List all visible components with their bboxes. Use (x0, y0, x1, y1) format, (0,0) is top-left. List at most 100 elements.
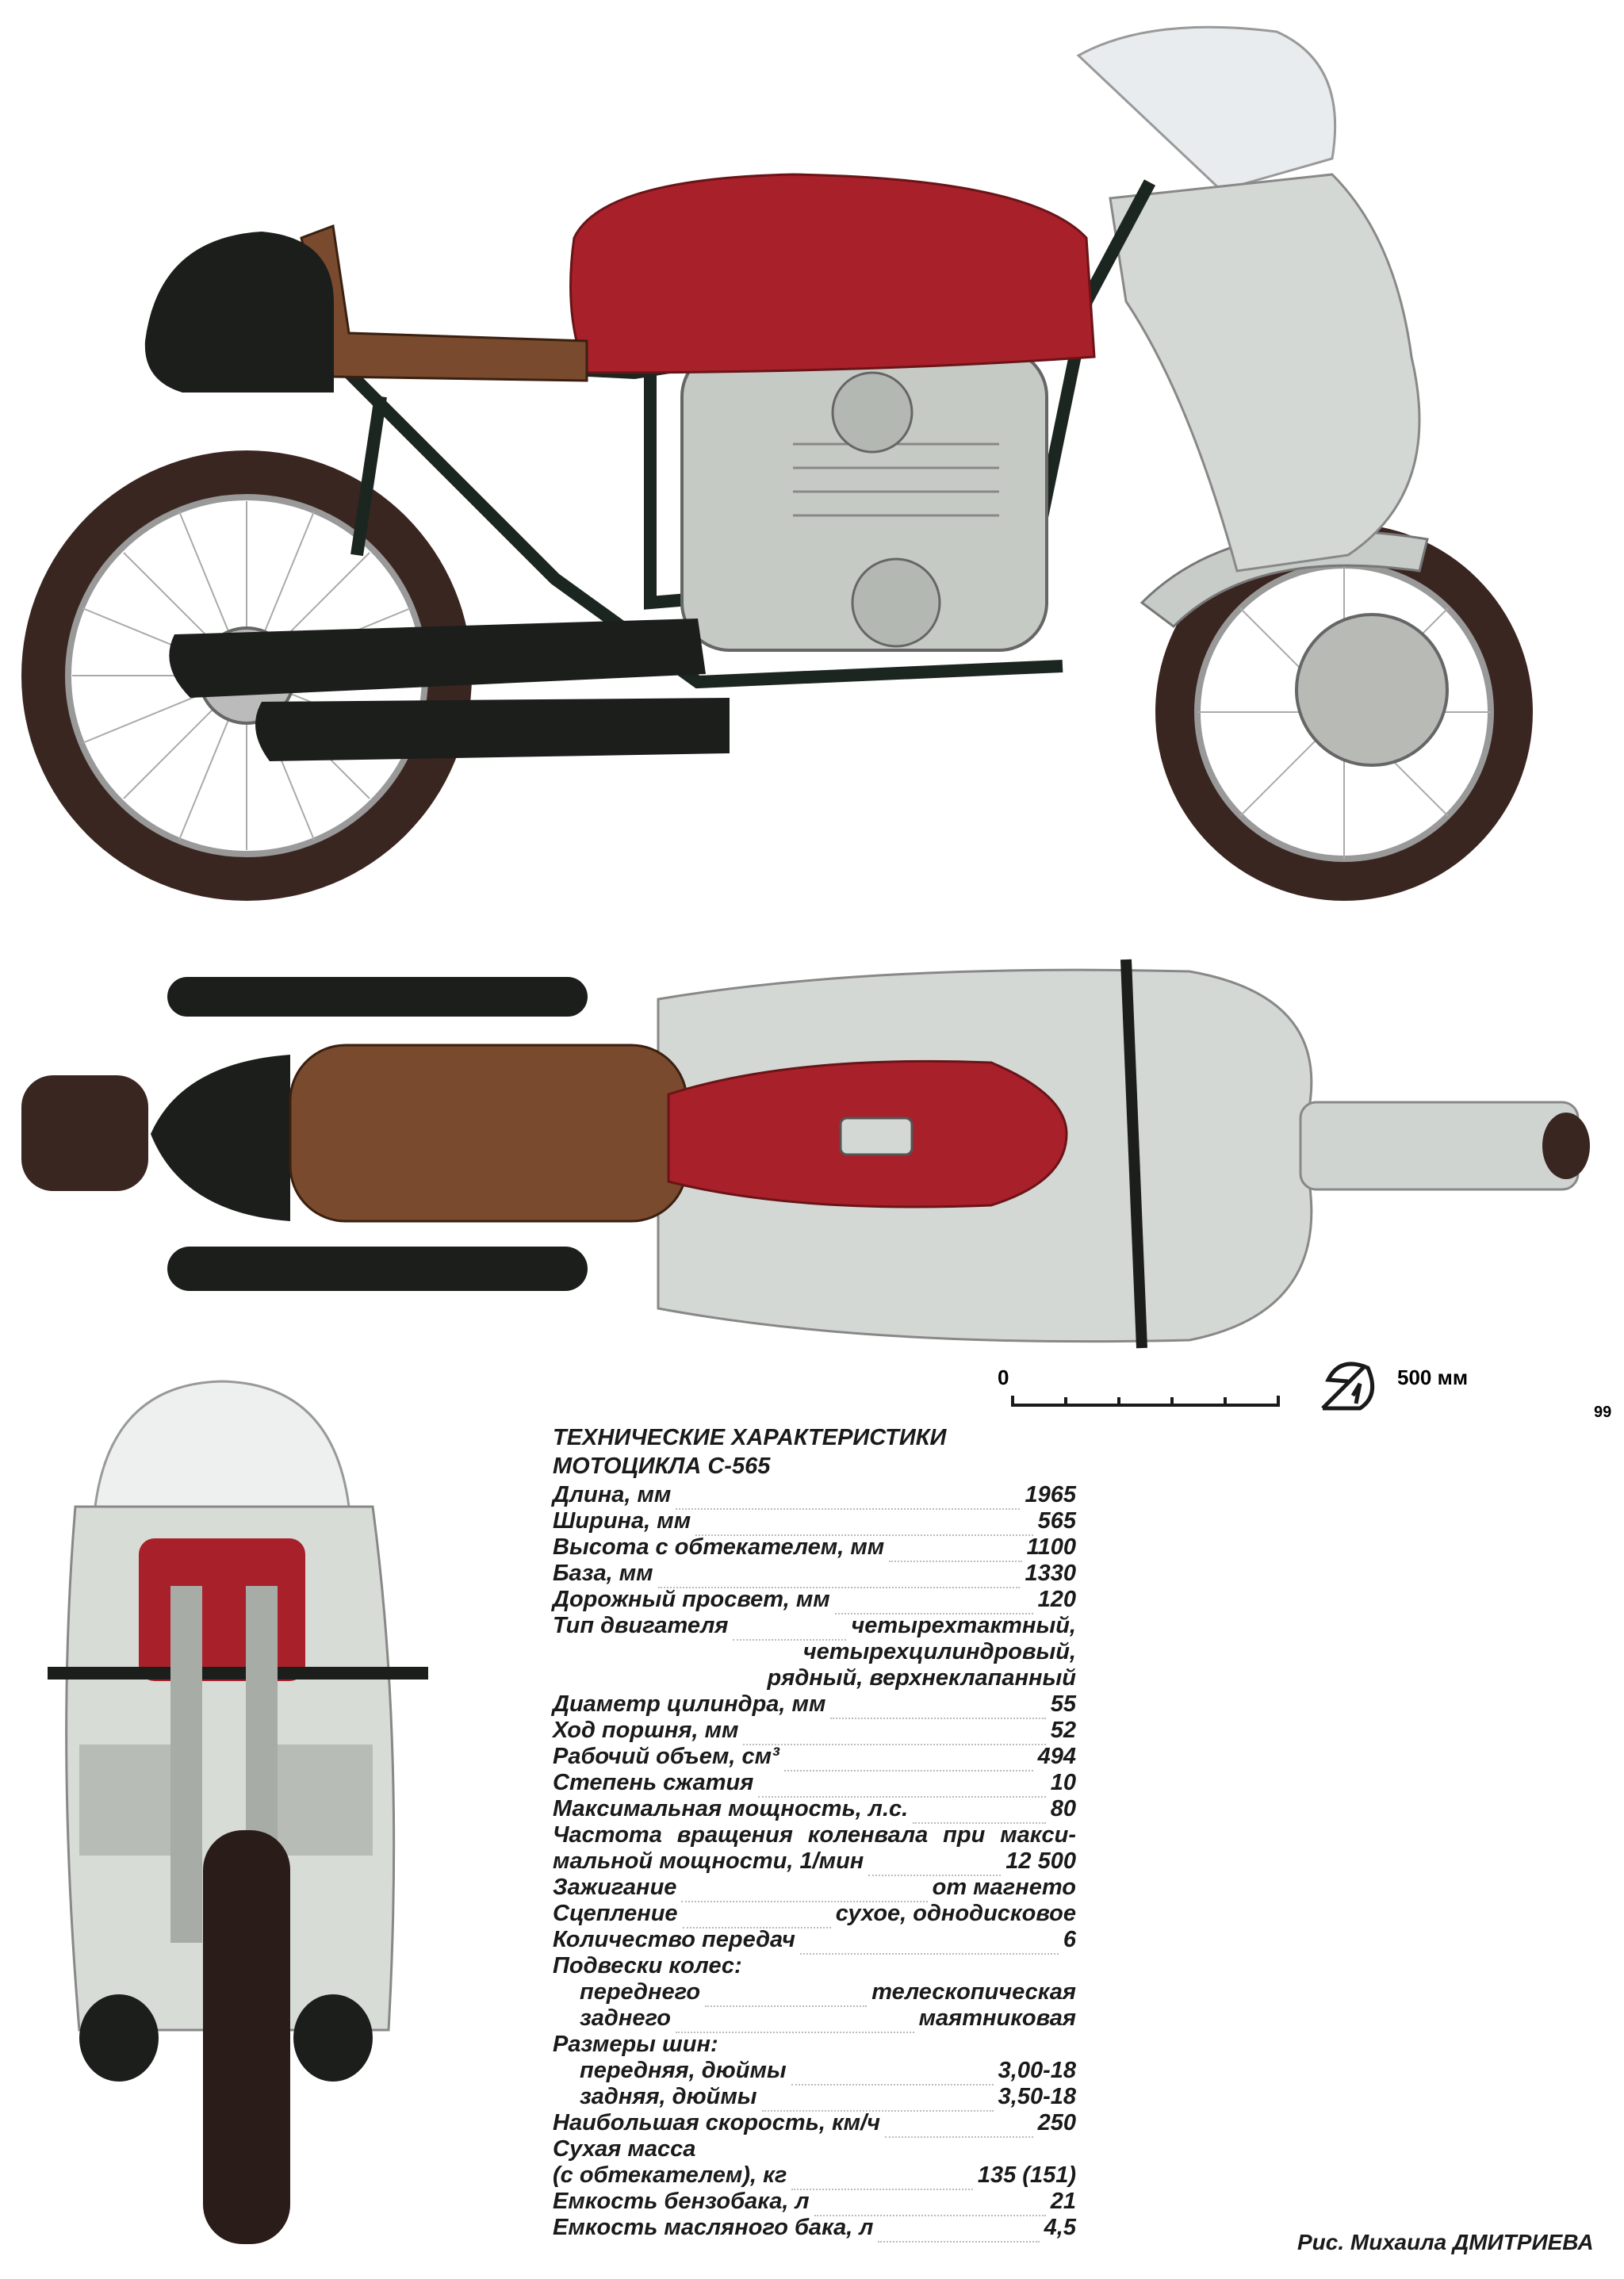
engine (680, 347, 1048, 652)
spec-row: (с обтекателем), кг 135 (151) (553, 2162, 1076, 2190)
spec-label: Подвески колес: (553, 1953, 742, 1978)
front-view-motorcycle (48, 1380, 428, 2244)
spec-label: Дорожный просвет, мм (553, 1587, 830, 1612)
exhaust-pipes (169, 619, 730, 761)
spec-value: 52 (1050, 1718, 1076, 1743)
spec-value: 494 (1037, 1744, 1076, 1769)
scale-bar (1011, 1396, 1280, 1407)
spec-label: передняя, дюймы (580, 2058, 787, 2083)
dot-leader (676, 1508, 1021, 1510)
spec-label: переднего (580, 1979, 701, 2005)
spec-row: Сухая масса (553, 2136, 1076, 2162)
spec-row: Емкость бензобака, л 21 (553, 2189, 1076, 2216)
dot-leader (733, 1639, 847, 1641)
specifications-table: ТЕХНИЧЕСКИЕ ХАРАКТЕРИСТИКИ МОТОЦИКЛА С-5… (553, 1423, 1076, 2243)
spec-row: Степень сжатия 10 (553, 1770, 1076, 1798)
spec-label: Частота вращения коленвала при макси- (553, 1822, 1076, 1848)
spec-value: 21 (1050, 2189, 1076, 2214)
spec-row: задняя, дюймы 3,50-18 (553, 2084, 1076, 2112)
spec-value: 565 (1037, 1508, 1076, 1534)
spec-value: 10 (1050, 1770, 1076, 1795)
scale-zero-label: 0 (998, 1365, 1009, 1389)
spec-label: Ширина, мм (553, 1508, 691, 1534)
spec-label: Диаметр цилиндра, мм (553, 1691, 826, 1717)
spec-label: Длина, мм (553, 1482, 672, 1507)
illustration-credit: Рис. Михаила ДМИТРИЕВА (1297, 2230, 1594, 2254)
seat-top (289, 1044, 688, 1223)
spec-value: 3,50-18 (998, 2084, 1076, 2109)
spec-value: телескопическая (871, 1979, 1076, 2005)
dot-leader (791, 2084, 994, 2086)
handlebar (1120, 959, 1147, 1349)
spec-row: Зажигание от магнето (553, 1875, 1076, 1902)
spec-value: четырехтактный, (851, 1613, 1076, 1638)
spec-label: Зажигание (553, 1875, 677, 1900)
spec-value: 4,5 (1044, 2215, 1076, 2240)
seat (144, 224, 588, 393)
dot-leader (758, 1796, 1046, 1798)
dot-leader (783, 1770, 1033, 1771)
spec-label: мальной мощности, 1/мин (553, 1848, 864, 1874)
front-tire (203, 1830, 290, 2244)
spec-value: 1100 (1026, 1534, 1076, 1560)
spec-row: Размеры шин: (553, 2032, 1076, 2058)
windscreen (94, 1380, 350, 1508)
dot-leader (791, 2189, 973, 2190)
spec-label: Емкость масляного бака, л (553, 2215, 874, 2240)
spec-value: 120 (1037, 1587, 1076, 1612)
spec-value: 135 (151) (977, 2162, 1076, 2188)
spec-value: от магнето (932, 1875, 1076, 1900)
exhaust-bottom (167, 1247, 588, 1291)
dot-leader (814, 2215, 1046, 2216)
spec-label: Емкость бензобака, л (553, 2189, 810, 2214)
spec-row: Ход поршня, мм 52 (553, 1718, 1076, 1745)
dot-leader (868, 1875, 1002, 1876)
spec-value: 80 (1050, 1796, 1076, 1821)
spec-label: Количество передач (553, 1927, 795, 1952)
spec-value: маятниковая (918, 2005, 1076, 2031)
spec-value-continuation: рядный, верхнеклапанный (767, 1665, 1076, 1691)
spec-value: 3,00-18 (998, 2058, 1076, 2083)
logo-number: 99 (1594, 1404, 1612, 1421)
dot-leader (761, 2110, 994, 2112)
spec-row: Тип двигателя четырехтактный, (553, 1613, 1076, 1641)
dot-leader (799, 1953, 1059, 1955)
spec-label: Наибольшая скорость, км/ч (553, 2110, 881, 2135)
spec-label: Сухая масса (553, 2136, 696, 2162)
spec-label: Высота с обтекателем, мм (553, 1534, 885, 1560)
spec-label: задняя, дюймы (580, 2084, 757, 2109)
spec-label: Степень сжатия (553, 1770, 754, 1795)
spec-label: Рабочий объем, см³ (553, 1744, 779, 1769)
spec-row: Наибольшая скорость, км/ч 250 (553, 2110, 1076, 2138)
scale-max-label: 500 мм (1397, 1365, 1469, 1389)
dot-leader (913, 1822, 1046, 1824)
spec-row: Ширина, мм 565 (553, 1508, 1076, 1536)
spec-row: Дорожный просвет, мм 120 (553, 1587, 1076, 1614)
dot-leader (885, 2136, 1033, 2138)
side-view-motorcycle (21, 25, 1533, 901)
exhaust-top (167, 977, 588, 1017)
spec-row: Подвески колес: (553, 1953, 1076, 1979)
dot-leader (675, 2032, 914, 2033)
spec-value: сухое, однодисковое (835, 1901, 1076, 1926)
dot-leader (681, 1901, 928, 1902)
specs-title-line2: МОТОЦИКЛА С-565 (553, 1454, 771, 1479)
dot-leader (878, 2241, 1040, 2243)
spec-label: Размеры шин: (553, 2032, 718, 2057)
dot-leader (657, 1587, 1021, 1588)
spec-label: Тип двигателя (553, 1613, 729, 1638)
fuel-tank (569, 173, 1096, 374)
spec-value: 250 (1037, 2110, 1076, 2135)
spec-row: Максимальная мощность, л.с.80 (553, 1796, 1076, 1824)
spec-value: 6 (1063, 1927, 1076, 1952)
spec-label: Ход поршня, мм (553, 1718, 739, 1743)
top-view-motorcycle (21, 959, 1590, 1349)
dot-leader (834, 1613, 1033, 1614)
spec-row: Емкость масляного бака, л 4,5 (553, 2215, 1076, 2243)
spec-label: (с обтекателем), кг (553, 2162, 787, 2188)
